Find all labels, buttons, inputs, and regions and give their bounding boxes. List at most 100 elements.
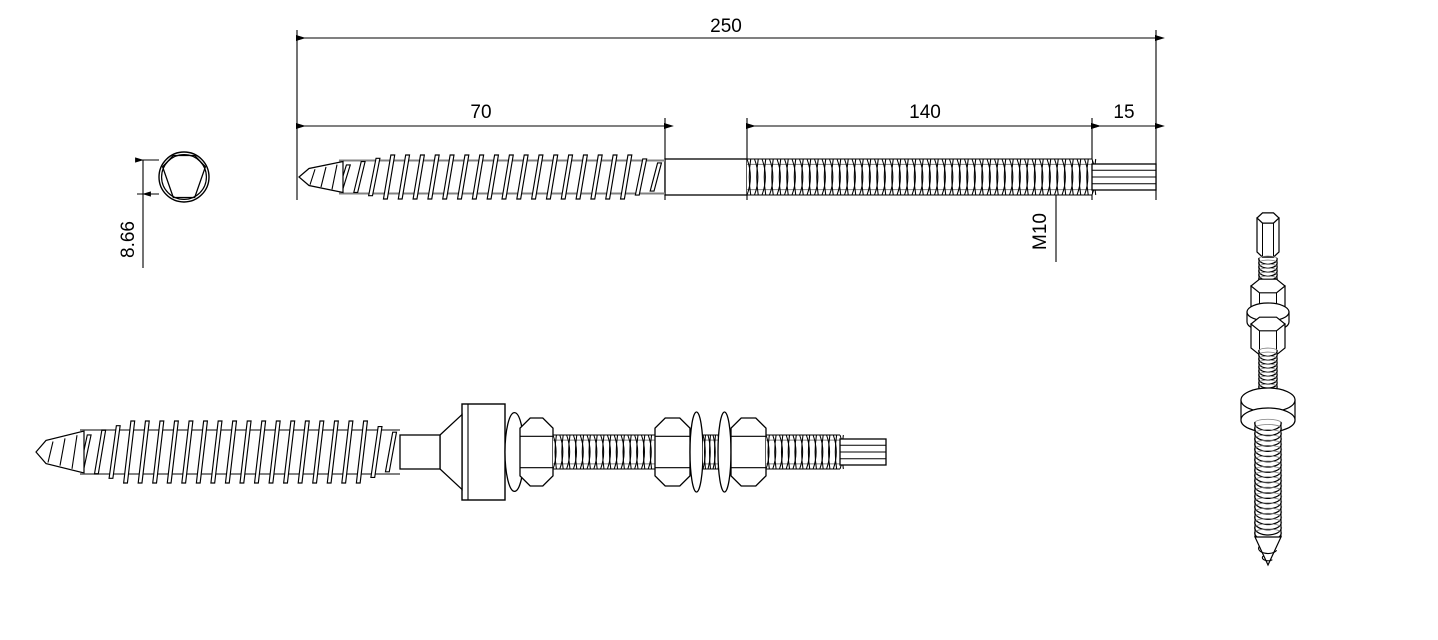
- coarse-wood-thread-crest: [530, 154, 544, 200]
- m10-metric-thread-crest-back: [579, 434, 584, 470]
- hex-section-view: 8.66: [118, 151, 210, 268]
- dim-label-hex-drive-length: 15: [1113, 102, 1134, 123]
- m10-metric-thread-crest: [1048, 158, 1052, 196]
- coarse-wood-thread-turn-back: [1254, 434, 1283, 441]
- hex-section-hexagon: [161, 154, 207, 199]
- coarse-wood-thread-crest: [649, 162, 663, 192]
- wood-screw-point: [1254, 536, 1282, 567]
- dim-label-metric-thread-length: 140: [909, 102, 941, 123]
- coarse-wood-thread-crest: [619, 154, 633, 200]
- m10-metric-thread-crest-back: [844, 158, 849, 196]
- m10-metric-thread-crest-back: [640, 434, 645, 470]
- m10-metric-thread-crest: [906, 158, 909, 196]
- m10-metric-thread-crest-back: [979, 158, 984, 196]
- coarse-wood-thread-crest: [224, 420, 238, 484]
- m10-metric-thread-crest: [780, 434, 784, 470]
- coarse-wood-thread-crest: [471, 154, 485, 200]
- m10-metric-thread-crest-back: [812, 434, 817, 470]
- hex-nut: [654, 417, 691, 487]
- coarse-wood-thread-turn-back: [1254, 465, 1283, 472]
- m10-metric-thread-crest-back: [1039, 158, 1044, 196]
- coarse-wood-thread-turn-back: [1254, 518, 1283, 525]
- coarse-wood-thread-turn-back: [1254, 471, 1283, 478]
- m10-metric-thread-crest: [642, 434, 646, 470]
- m10-metric-thread-crest: [814, 434, 817, 470]
- m10-metric-thread-crest-back: [832, 434, 837, 470]
- m10-metric-thread-crest: [996, 158, 999, 196]
- hex-nut-top-face: [1250, 316, 1286, 332]
- hex-drive-end-top-face: [1256, 212, 1280, 224]
- m10-metric-thread-crest: [1086, 158, 1089, 196]
- m10-metric-thread-crest-back: [866, 158, 871, 196]
- m10-metric-thread-crest-back: [881, 158, 886, 196]
- m10-metric-thread-crest-back: [559, 434, 564, 470]
- dim-label-overall-length: 250: [710, 16, 742, 37]
- coarse-wood-thread-crest: [353, 161, 366, 193]
- m10-metric-thread-crest: [774, 434, 777, 470]
- m10-metric-thread-crest-back: [1009, 158, 1014, 196]
- m10-metric-thread-crest: [574, 434, 578, 470]
- m10-metric-thread-crest: [951, 158, 954, 196]
- m10-metric-thread-crest: [853, 158, 857, 196]
- coarse-wood-thread-crest: [516, 154, 529, 200]
- m10-metric-thread-crest-back: [829, 158, 834, 196]
- m10-metric-thread-crest-back: [791, 158, 796, 196]
- m10-metric-thread-crest: [981, 158, 984, 196]
- coarse-wood-thread-crest: [427, 154, 440, 200]
- m10-metric-thread-crest: [868, 158, 872, 196]
- m10-metric-thread-crest: [1033, 158, 1037, 196]
- dim-label-wood-thread-length: 70: [470, 102, 491, 123]
- m10-metric-thread-crest-back: [772, 434, 777, 470]
- wood-screw-point-point-thread: [309, 169, 316, 185]
- m10-metric-thread-crest: [801, 158, 804, 196]
- m10-metric-thread-crest-back: [761, 158, 766, 196]
- m10-metric-thread-crest-back: [1054, 158, 1059, 196]
- m10-metric-thread-crest-back: [784, 158, 789, 196]
- m10-metric-thread-crest-back: [911, 158, 916, 196]
- m10-metric-thread-crest-back: [572, 434, 577, 470]
- coarse-wood-thread-crest: [122, 420, 136, 484]
- m10-metric-thread-crest: [713, 434, 717, 470]
- m10-metric-thread-crest: [828, 434, 831, 470]
- hex-nut: [519, 417, 554, 487]
- m10-metric-thread-crest-back: [826, 434, 831, 470]
- m10-metric-thread-crest: [913, 158, 917, 196]
- m10-metric-thread-crest: [807, 434, 811, 470]
- m10-metric-thread-crest-back: [1076, 158, 1081, 196]
- coarse-wood-thread-crest: [239, 420, 252, 484]
- m10-metric-thread-crest: [966, 158, 969, 196]
- m10-metric-thread-crest: [554, 434, 557, 470]
- hex-section-outer-circle: [158, 151, 210, 203]
- m10-metric-thread-crest-back: [776, 158, 781, 196]
- m10-metric-thread-crest: [831, 158, 834, 196]
- m10-metric-thread-crest: [861, 158, 864, 196]
- m10-metric-thread-crest: [1063, 158, 1067, 196]
- m10-metric-thread-crest-back: [889, 158, 894, 196]
- m10-metric-thread-crest: [786, 158, 789, 196]
- m10-metric-thread-crest-back: [904, 158, 909, 196]
- m10-metric-thread-crest-back: [859, 158, 864, 196]
- coarse-wood-thread-turn-back: [1254, 424, 1283, 431]
- m10-metric-thread-crest-back: [647, 434, 652, 470]
- m10-metric-thread-crest: [1071, 158, 1074, 196]
- m10-metric-thread-crest: [928, 158, 932, 196]
- coarse-wood-thread-crest: [384, 431, 398, 473]
- wood-screw-point-point-thread: [331, 164, 338, 190]
- wood-screw-point-point-thread: [47, 441, 54, 463]
- coarse-wood-thread-crest: [195, 420, 209, 484]
- m10-metric-thread-crest: [649, 434, 653, 470]
- m10-metric-thread-crest-back: [593, 434, 598, 470]
- coarse-wood-thread-crest: [166, 420, 179, 484]
- m10-metric-thread-crest-back: [819, 434, 824, 470]
- m10-metric-thread-crest-back: [805, 434, 810, 470]
- m10-metric-thread-crest-back: [552, 434, 557, 470]
- dimension-block: [296, 30, 1165, 200]
- m10-metric-thread-crest-back: [1001, 158, 1006, 196]
- m10-metric-thread-crest-back: [769, 158, 774, 196]
- m10-metric-thread-crest-back: [896, 158, 901, 196]
- m10-metric-thread-crest-back: [949, 158, 954, 196]
- coarse-wood-thread-crest: [181, 420, 194, 484]
- coarse-wood-thread-crest: [382, 154, 396, 200]
- coarse-wood-thread-crest: [355, 420, 369, 484]
